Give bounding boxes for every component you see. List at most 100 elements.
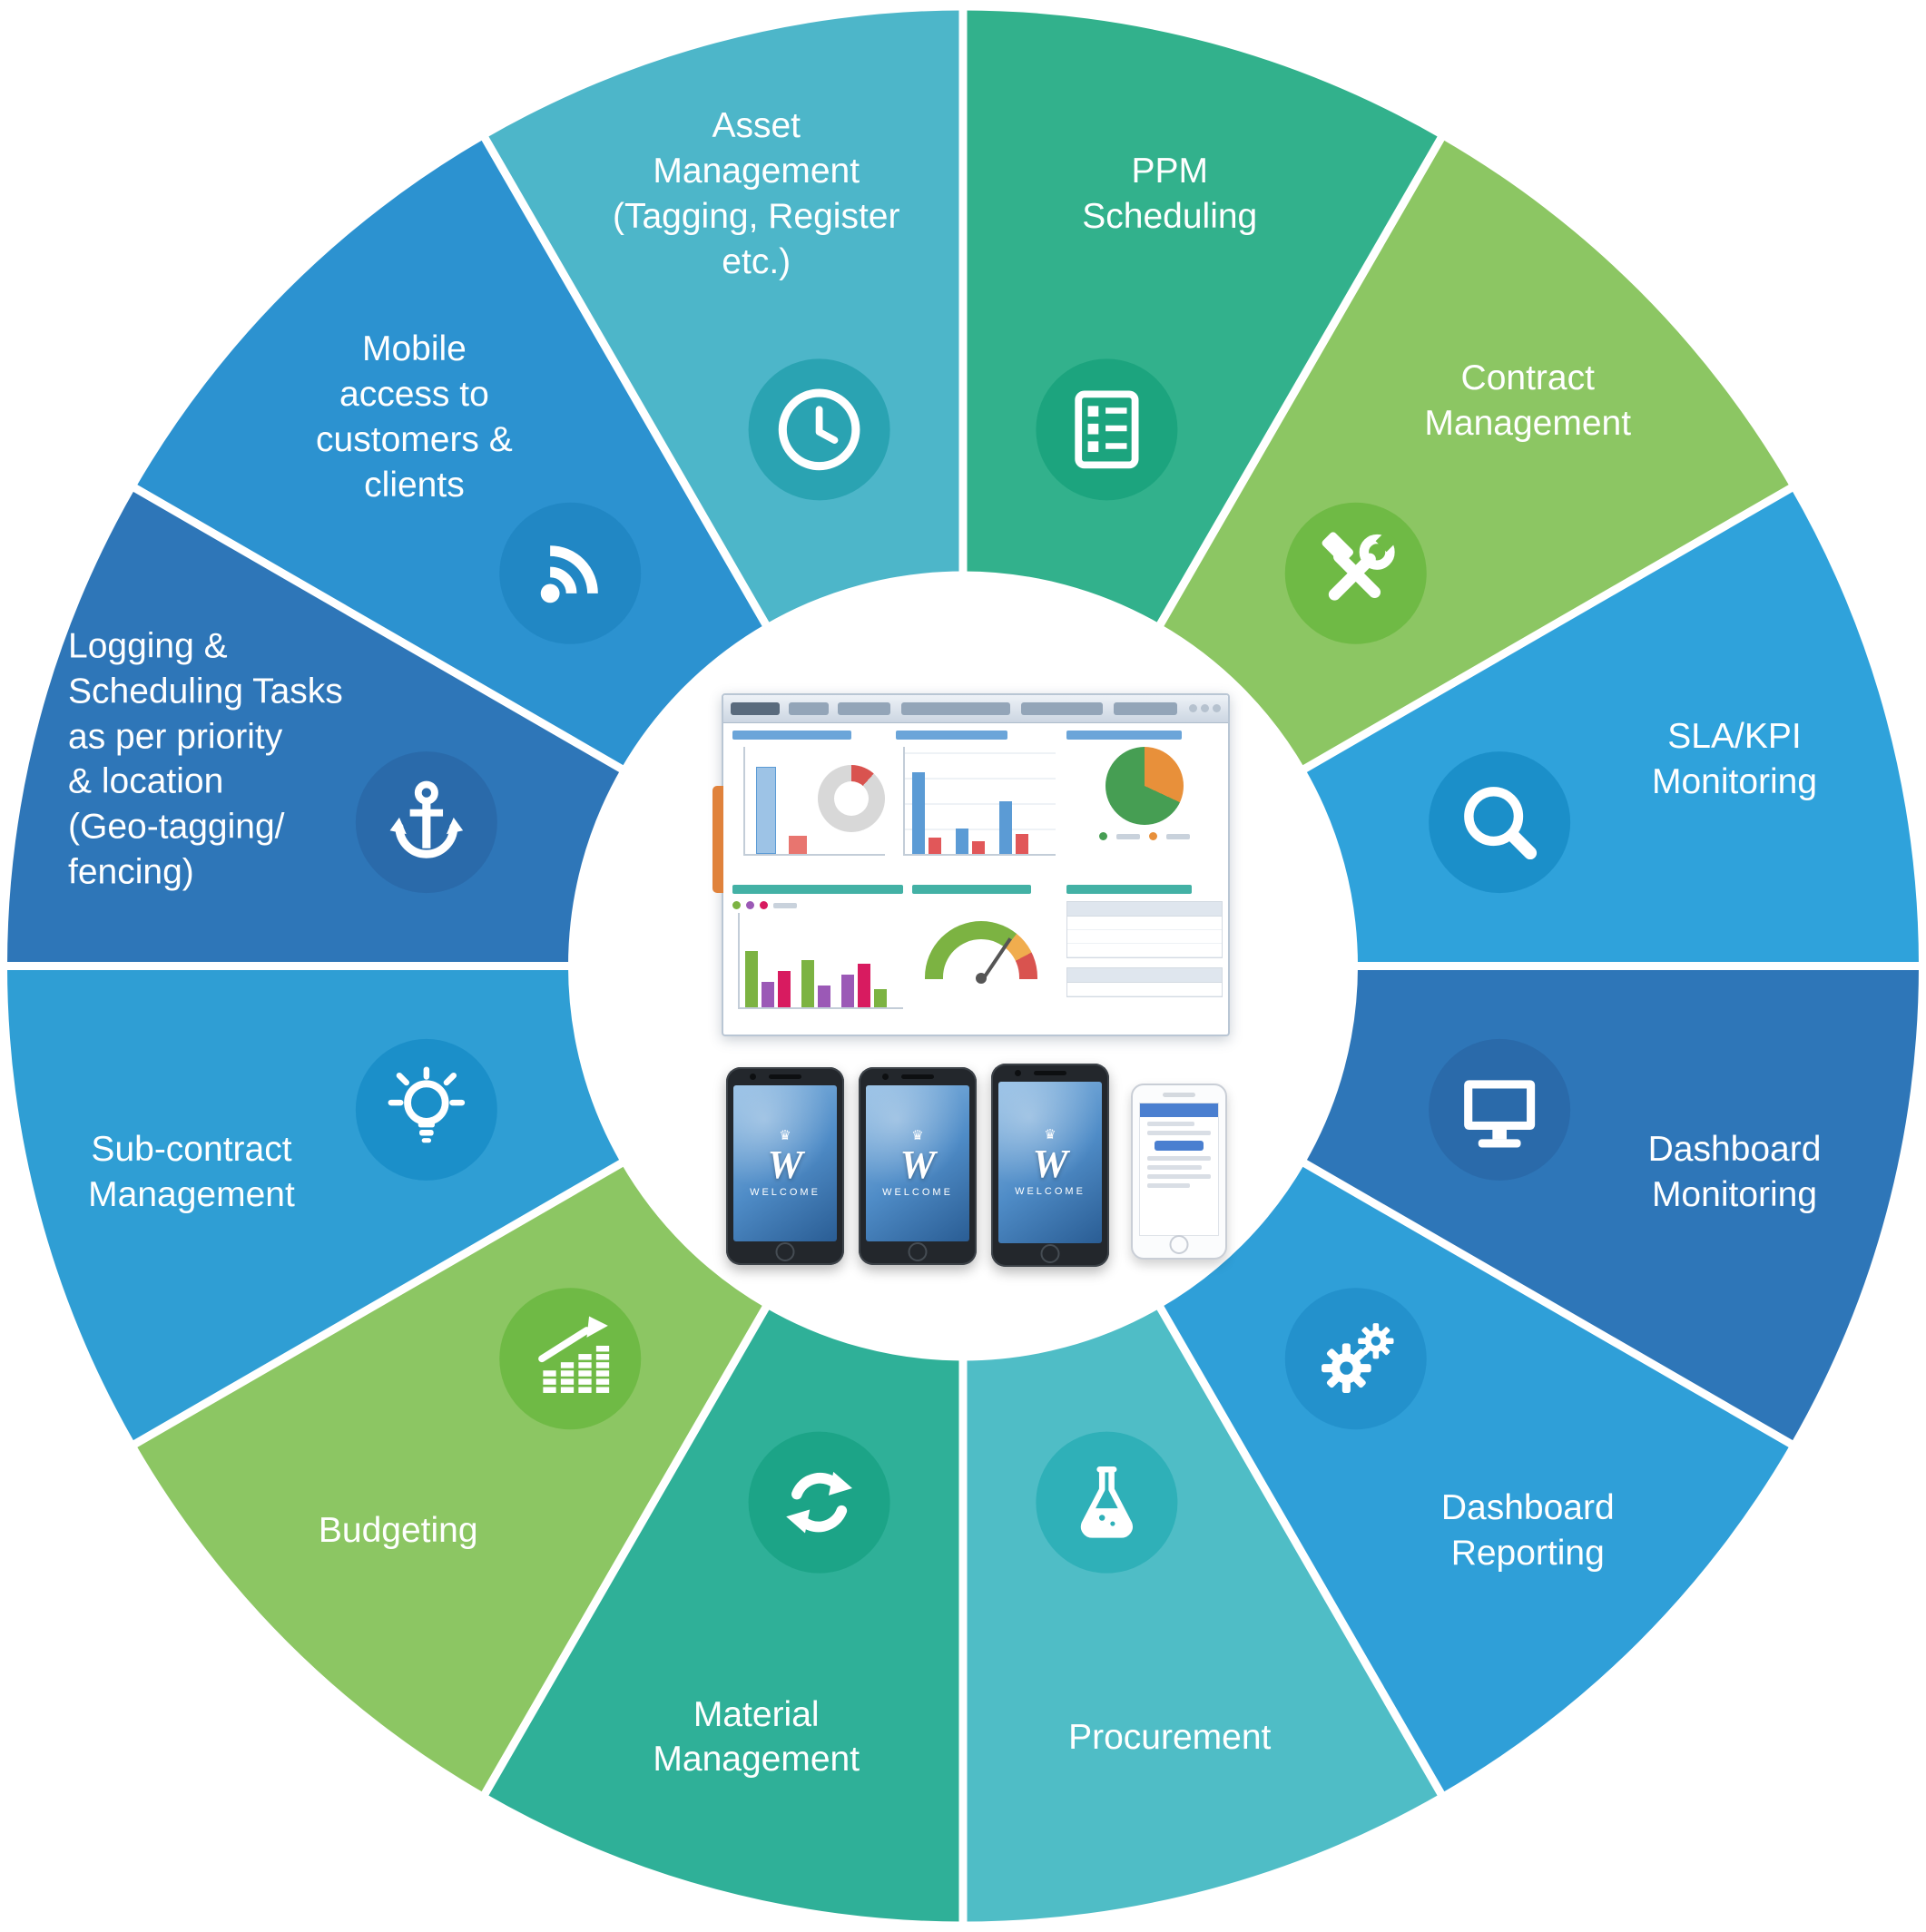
legend-label-placeholder: [1166, 833, 1190, 839]
bar-growth-icon: [538, 1316, 610, 1393]
phone-screen: ♛ W WELCOME: [998, 1082, 1102, 1243]
phone-camera: [882, 1074, 889, 1080]
browser-address-bar: [901, 702, 1010, 715]
segment-material-management: [485, 1308, 963, 1922]
phone-speaker: [769, 1074, 801, 1079]
bar: [874, 989, 887, 1007]
tools-icon: [1322, 530, 1398, 601]
dashboard-content: [723, 723, 1228, 1035]
phone-speaker: [1163, 1093, 1195, 1097]
app-header: [1140, 1103, 1218, 1117]
legend-dot: [732, 901, 741, 909]
browser-tab: [1114, 702, 1177, 715]
browser-chrome: [723, 695, 1228, 723]
anchor-icon: [389, 780, 464, 858]
segment-divider: [1155, 133, 1446, 629]
welcome-text: WELCOME: [882, 1187, 953, 1199]
window-close-button: [1213, 704, 1221, 712]
bar: [999, 801, 1012, 854]
bar: [858, 964, 870, 1007]
phone-logo: W: [899, 1142, 936, 1187]
bar: [1016, 834, 1028, 854]
smartphone: ♛ W WELCOME: [726, 1067, 844, 1265]
crown-icon: ♛: [911, 1127, 924, 1143]
crown-icon: ♛: [1044, 1126, 1056, 1143]
crown-icon: ♛: [779, 1127, 791, 1143]
gauge-needle: [981, 937, 1012, 981]
segment-divider: [1300, 483, 1795, 774]
panel-title-placeholder: [732, 731, 852, 740]
smartphone-white: [1131, 1084, 1227, 1260]
table-row: [1067, 917, 1222, 930]
gears-icon: [1322, 1323, 1394, 1393]
segment-procurement: [963, 1308, 1441, 1922]
phone-logo: W: [767, 1142, 803, 1187]
segment-divider: [131, 483, 626, 774]
app-button: [1155, 1141, 1204, 1151]
home-button: [1169, 1235, 1189, 1254]
browser-tab: [838, 702, 890, 715]
bar: [818, 986, 830, 1007]
segment-divider: [1300, 1158, 1795, 1449]
segment-asset-management: [485, 10, 963, 624]
table-header: [1067, 902, 1222, 917]
chart-legend: [732, 901, 903, 909]
dashboard-side-tab: [712, 786, 725, 893]
welcome-text: WELCOME: [1015, 1186, 1086, 1198]
monitor-icon: [1464, 1080, 1536, 1148]
table-header: [1067, 968, 1222, 983]
checklist-icon: [1075, 390, 1139, 469]
panel-title-placeholder: [732, 885, 903, 894]
window-minimize-button: [1189, 704, 1197, 712]
legend-dot: [760, 901, 768, 909]
phone-logo: W: [1032, 1141, 1068, 1186]
mini-gauge-panel: [912, 883, 1050, 1026]
panel-title-placeholder: [896, 731, 1008, 740]
phone-screen: ♛ W WELCOME: [733, 1085, 837, 1241]
legend-dot: [1149, 832, 1157, 840]
bar: [762, 982, 774, 1007]
segment-ppm-scheduling: [963, 10, 1441, 624]
icon-circle: [1429, 751, 1571, 894]
mini-column-chart-panel: [896, 729, 1056, 874]
phone-speaker: [1034, 1071, 1066, 1075]
text-line-placeholder: [1147, 1165, 1203, 1170]
home-button: [1040, 1244, 1060, 1263]
browser-tab: [789, 702, 829, 715]
mini-donut-chart: [818, 765, 885, 832]
mini-grouped-bar-chart: [738, 913, 903, 1009]
phone-screen: ♛ W WELCOME: [866, 1085, 969, 1241]
refresh-icon: [786, 1471, 853, 1534]
bar: [778, 971, 791, 1007]
table-row: [1067, 944, 1222, 957]
icon-circle: [1036, 1431, 1178, 1574]
legend-dot: [746, 901, 754, 909]
bar: [789, 836, 807, 854]
text-line-placeholder: [1147, 1122, 1194, 1126]
chart-legend: [1066, 832, 1223, 840]
segment-divider: [131, 1158, 626, 1449]
smartphone: ♛ W WELCOME: [859, 1067, 977, 1265]
panel-title-placeholder: [1066, 885, 1192, 894]
browser-tab: [731, 702, 780, 715]
bulb-icon: [388, 1066, 466, 1143]
icon-circle: [355, 1038, 497, 1181]
window-maximize-button: [1201, 704, 1209, 712]
mini-stacked-bar-chart-panel: [732, 883, 903, 1026]
magnifier-icon: [1464, 787, 1538, 860]
dashboard-screenshot: [712, 693, 1230, 1036]
table-row: [1067, 930, 1222, 944]
icon-circle: [499, 502, 642, 644]
legend-label-placeholder: [1116, 833, 1140, 839]
legend-dot: [1099, 832, 1107, 840]
rss-icon: [540, 545, 598, 603]
gauge-hub: [976, 973, 987, 984]
bar: [956, 829, 968, 854]
home-button: [908, 1242, 928, 1261]
mini-bar-chart-panel: [732, 729, 885, 874]
bar: [912, 772, 925, 854]
table-row: [1067, 983, 1222, 996]
bar: [841, 975, 854, 1007]
segment-sla-kpi-monitoring: [1304, 488, 1919, 966]
